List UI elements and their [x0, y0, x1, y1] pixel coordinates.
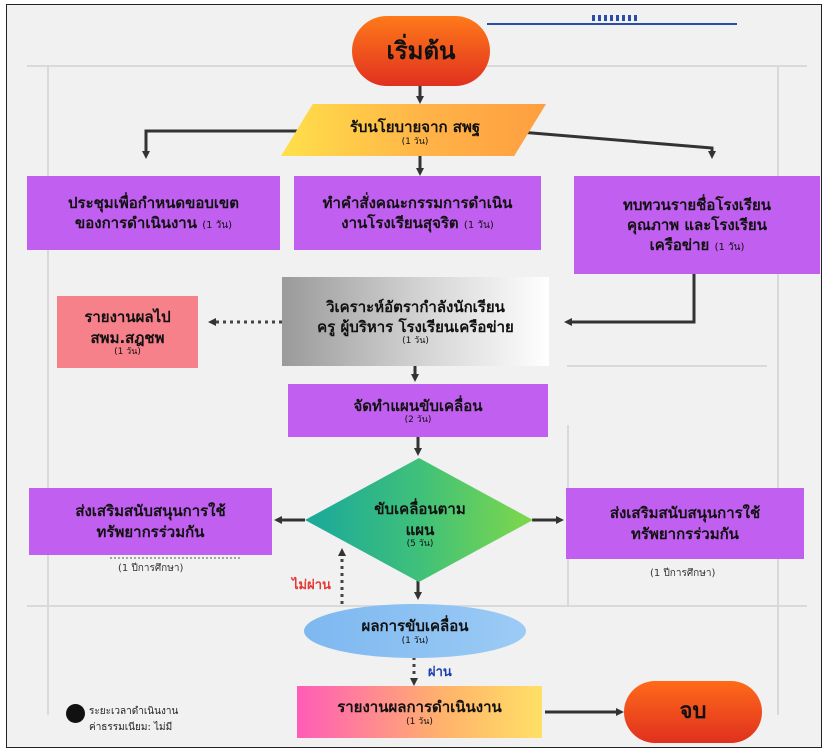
meeting-line1: ประชุมเพื่อกำหนดขอบเขต [67, 193, 240, 212]
promote-left-duration: (1 ปีการศึกษา) [118, 563, 184, 574]
analyze-duration: (1 วัน) [402, 336, 429, 347]
plan-label: จัดทำแผนขับเคลื่อน [353, 396, 483, 415]
drive-duration: (5 วัน) [406, 538, 434, 549]
policy-label: รับนโยบายจาก สพฐ [349, 118, 481, 137]
review-duration: (1 วัน) [714, 242, 745, 254]
final-report-duration: (1 วัน) [406, 716, 433, 727]
legend-dot-icon [66, 704, 85, 723]
arrow-review-analyze [564, 274, 696, 326]
analyze-node: วิเคราะห์อัตรากำลังนักเรียน ครู ผู้บริหา… [282, 277, 549, 366]
bg-line [47, 65, 49, 715]
plan-duration: (2 วัน) [404, 415, 432, 426]
pass-label: ผ่าน [428, 665, 452, 680]
report-up-line2: สพม.สฎชพ [90, 328, 165, 347]
promote-left-line2: ทรัพยากรร่วมกัน [96, 522, 205, 541]
review-line2: คุณภาพ และโรงเรียน [627, 215, 767, 234]
fail-label: ไม่ผ่าน [292, 578, 331, 593]
promote-right-line2: ทรัพยากรร่วมกัน [631, 524, 739, 543]
order-duration: (1 วัน) [463, 220, 494, 231]
final-report-node: รายงานผลการดำเนินงาน (1 วัน) [297, 686, 542, 738]
promote-right-duration: (1 ปีการศึกษา) [650, 568, 716, 579]
promote-right-line1: ส่งเสริมสนับสนุนการใช้ [609, 504, 761, 523]
analyze-line2: ครู ผู้บริหาร โรงเรียนเครือข่าย [317, 318, 514, 336]
promote-left-node: ส่งเสริมสนับสนุนการใช้ ทรัพยากรร่วมกัน [29, 488, 272, 555]
bg-line [777, 65, 779, 715]
order-line2: งานโรงเรียนสุจริต [341, 214, 459, 232]
result-label: ผลการขับเคลื่อน [361, 617, 469, 636]
header-decoration [487, 5, 737, 25]
legend-line1: ระยะเวลาดำเนินงาน [89, 706, 179, 717]
header-stripe [592, 15, 640, 21]
plan-node: จัดทำแผนขับเคลื่อน (2 วัน) [288, 384, 548, 437]
order-line2-wrap: งานโรงเรียนสุจริต (1 วัน) [341, 213, 493, 233]
report-up-duration: (1 วัน) [114, 346, 141, 357]
analyze-line1: วิเคราะห์อัตรากำลังนักเรียน [326, 297, 505, 316]
policy-node [281, 104, 546, 156]
end-node: จบ [624, 681, 762, 743]
start-label: เริ่มต้น [386, 36, 456, 65]
promote-right-node: ส่งเสริมสนับสนุนการใช้ ทรัพยากรร่วมกัน [566, 488, 804, 559]
legend-line2: ค่าธรรมเนียม: ไม่มี [89, 722, 173, 733]
arrow-policy-review [507, 129, 716, 159]
bg-line [567, 365, 767, 367]
arrow-policy-meeting [142, 129, 330, 159]
meeting-node: ประชุมเพื่อกำหนดขอบเขต ของการดำเนินงาน (… [27, 176, 280, 250]
result-node: ผลการขับเคลื่อน (1 วัน) [304, 604, 526, 658]
drive-line2: แผน [405, 520, 435, 539]
order-node: ทำคำสั่งคณะกรรมการดำเนิน งานโรงเรียนสุจร… [294, 176, 541, 250]
end-label: จบ [679, 699, 707, 725]
start-node: เริ่มต้น [352, 16, 490, 86]
final-report-label: รายงานผลการดำเนินงาน [337, 698, 502, 717]
review-line3: เครือข่าย [649, 236, 710, 255]
review-line1: ทบทวนรายชื่อโรงเรียน [622, 195, 772, 214]
meeting-line2: ของการดำเนินงาน [75, 214, 197, 232]
meeting-line2-wrap: ของการดำเนินงาน (1 วัน) [75, 213, 232, 233]
report-up-node: รายงานผลไป สพม.สฎชพ (1 วัน) [57, 296, 198, 368]
meeting-duration: (1 วัน) [202, 220, 232, 231]
review-node: ทบทวนรายชื่อโรงเรียน คุณภาพ และโรงเรียน … [574, 176, 820, 274]
result-duration: (1 วัน) [401, 635, 429, 646]
review-line3-wrap: เครือข่าย (1 วัน) [650, 235, 745, 255]
policy-duration: (1 วัน) [401, 136, 429, 147]
policy-text: รับนโยบายจาก สพฐ (1 วัน) [310, 110, 520, 154]
promote-left-line1: ส่งเสริมสนับสนุนการใช้ [75, 502, 226, 521]
report-up-line1: รายงานผลไป [84, 308, 171, 327]
drive-line1: ขับเคลื่อนตาม [374, 500, 466, 519]
legend-text: ระยะเวลาดำเนินงาน ค่าธรรมเนียม: ไม่มี [89, 704, 178, 736]
order-line1: ทำคำสั่งคณะกรรมการดำเนิน [322, 193, 513, 212]
drive-text: ขับเคลื่อนตาม แผน (5 วัน) [340, 488, 500, 560]
